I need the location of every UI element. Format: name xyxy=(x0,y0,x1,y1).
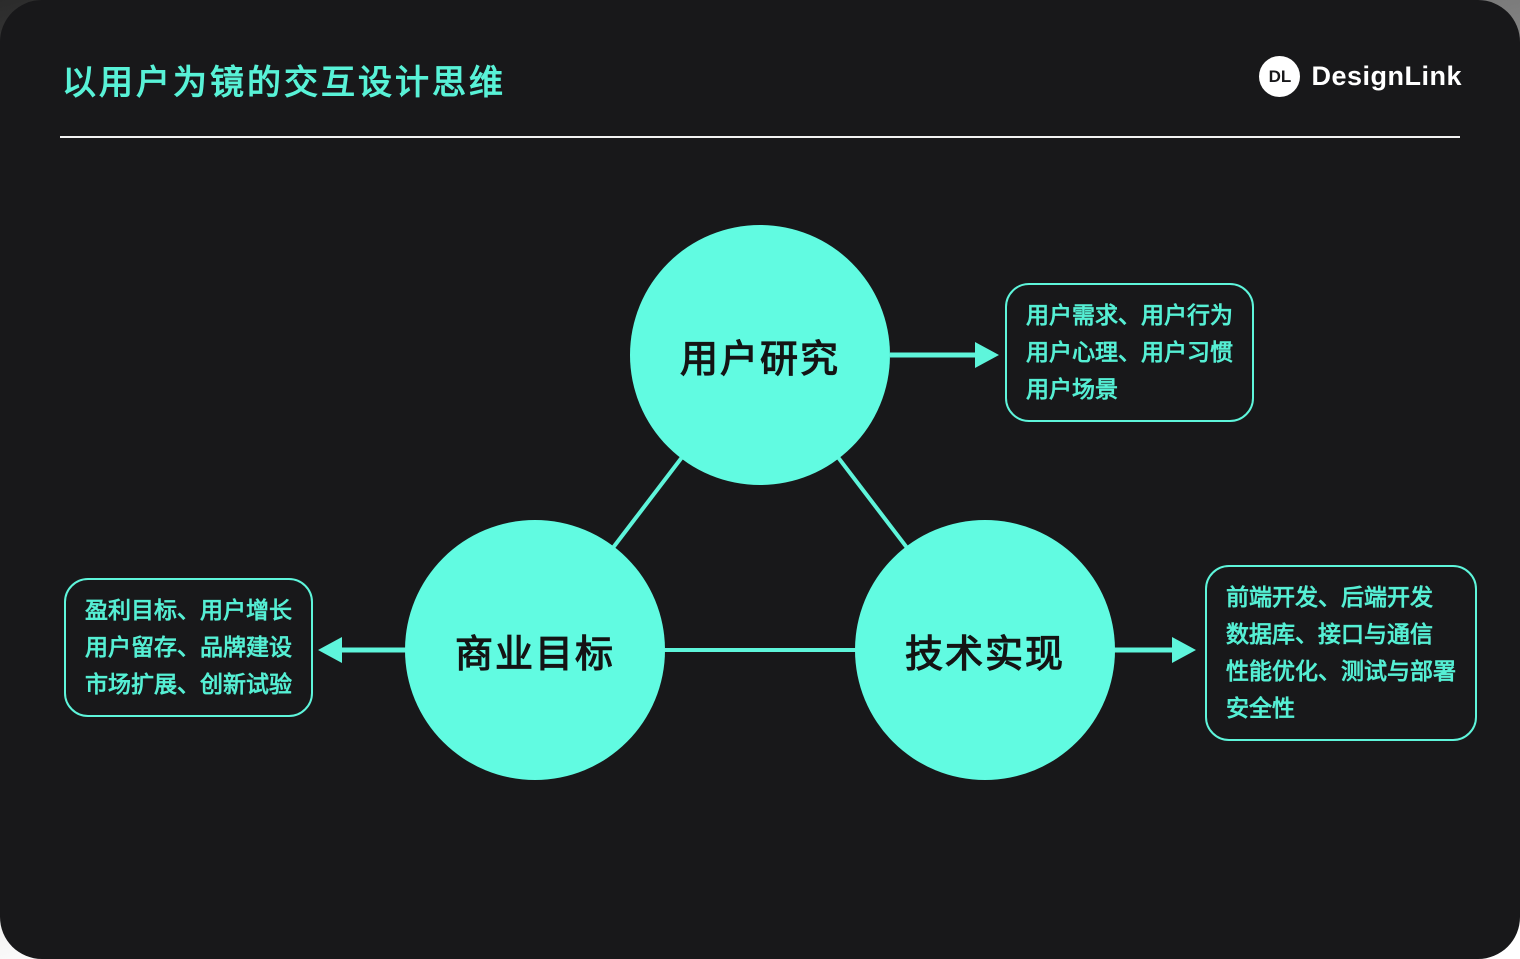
arrow-business-head-icon xyxy=(318,637,342,663)
callout-line: 市场扩展、创新试验 xyxy=(85,671,292,697)
callout-line: 数据库、接口与通信 xyxy=(1226,621,1433,647)
callout-line: 盈利目标、用户增长 xyxy=(85,597,292,623)
callout-line: 前端开发、后端开发 xyxy=(1226,584,1433,610)
callout-line: 用户心理、用户习惯 xyxy=(1026,339,1233,365)
brand-name: DesignLink xyxy=(1311,61,1462,91)
callout-line: 用户需求、用户行为 xyxy=(1026,302,1233,328)
node-user-research: 用户研究 xyxy=(630,225,890,485)
arrow-tech-head-icon xyxy=(1172,637,1196,663)
designlink-logo-icon: DL xyxy=(1259,56,1301,97)
node-business-goals: 商业目标 xyxy=(405,520,665,780)
arrow-user-research-head-icon xyxy=(975,342,999,368)
node-label: 商业目标 xyxy=(454,633,615,676)
callout-tech-implementation: 前端开发、后端开发 数据库、接口与通信 性能优化、测试与部署 安全性 xyxy=(1205,565,1477,741)
callout-business-goals: 盈利目标、用户增长 用户留存、品牌建设 市场扩展、创新试验 xyxy=(64,578,313,717)
node-label: 用户研究 xyxy=(679,338,840,381)
node-label: 技术实现 xyxy=(904,633,1065,676)
callout-line: 性能优化、测试与部署 xyxy=(1226,658,1456,684)
callout-line: 用户场景 xyxy=(1026,376,1118,402)
page-title: 以用户为镜的交互设计思维 xyxy=(62,64,506,102)
node-tech-implementation: 技术实现 xyxy=(855,520,1115,780)
callout-line: 用户留存、品牌建设 xyxy=(85,634,292,660)
brand: DL DesignLink xyxy=(1259,56,1462,97)
callout-line: 安全性 xyxy=(1226,695,1295,721)
callout-user-research: 用户需求、用户行为 用户心理、用户习惯 用户场景 xyxy=(1005,283,1254,422)
header-divider xyxy=(60,136,1460,138)
